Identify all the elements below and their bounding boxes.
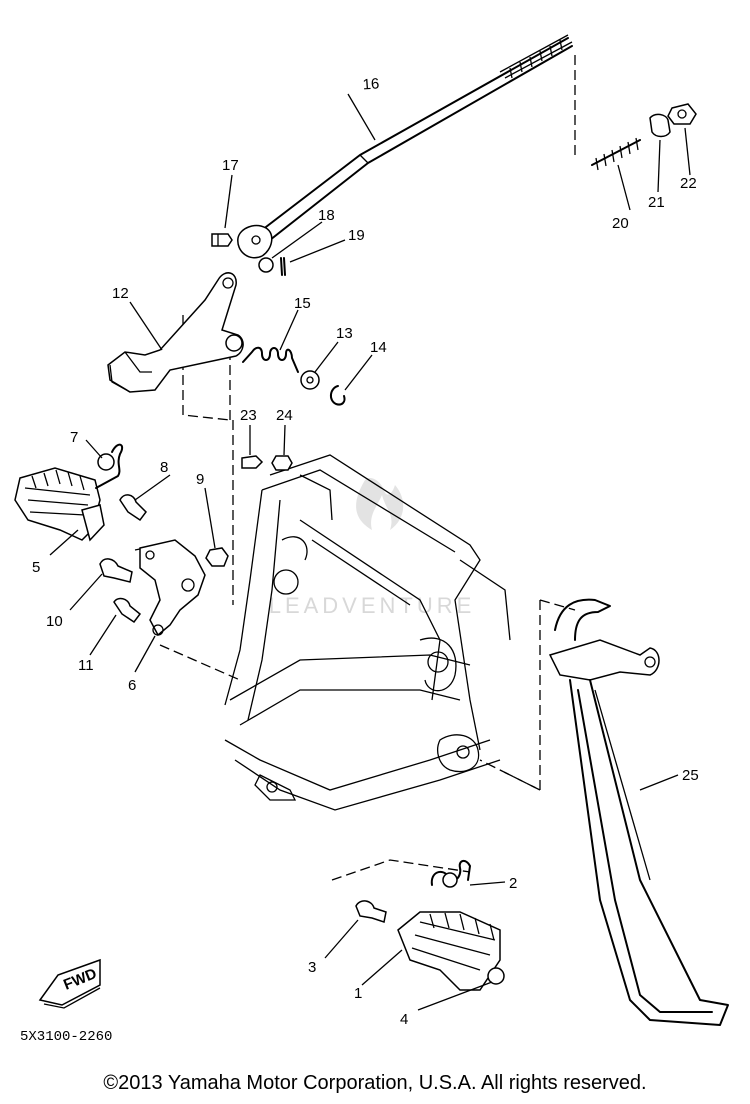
nut-9: [205, 547, 229, 567]
part-label-24: 24: [276, 407, 293, 424]
brake-pedal: [107, 272, 244, 393]
bolt-10: [99, 558, 133, 583]
part-label-11: 11: [78, 657, 94, 674]
part-label-23: 23: [240, 407, 257, 424]
part-label-10: 10: [46, 613, 63, 630]
cotter-pin-19: [280, 257, 286, 276]
part-label-17: 17: [222, 157, 239, 174]
sidestand-25: [548, 598, 729, 1026]
part-label-3: 3: [308, 959, 316, 976]
part-label-20: 20: [612, 215, 629, 232]
bolt-8: [119, 494, 147, 522]
part-label-12: 12: [112, 285, 129, 302]
circlip-14: [330, 385, 346, 406]
adjuster-21: [649, 113, 671, 138]
bolt-23: [241, 455, 264, 469]
watermark: LEADVENTURE: [269, 478, 476, 618]
brake-rod: [261, 34, 573, 241]
part-label-15: 15: [294, 295, 311, 312]
bolt-3: [355, 900, 387, 923]
spring-20: [591, 137, 641, 171]
spring-2: [430, 860, 471, 888]
part-label-18: 18: [318, 207, 335, 224]
washer-13: [300, 370, 320, 390]
spring-15: [242, 346, 299, 373]
part-label-22: 22: [680, 175, 697, 192]
part-label-21: 21: [648, 194, 665, 211]
leader-lines: [134, 55, 576, 881]
part-label-7: 7: [70, 429, 78, 446]
part-label-4: 4: [400, 1011, 408, 1028]
watermark-flame-icon: [356, 478, 404, 530]
footrest-bracket-6: [139, 539, 206, 637]
nut-22: [667, 103, 697, 125]
part-label-25: 25: [682, 767, 699, 784]
part-label-19: 19: [348, 227, 365, 244]
footrest-5: [14, 467, 105, 542]
fwd-arrow-icon: FWD: [38, 958, 101, 1009]
copyright-notice: ©2013 Yamaha Motor Corporation, U.S.A. A…: [103, 1072, 647, 1094]
frame-outline: [224, 454, 511, 811]
part-label-6: 6: [128, 677, 136, 694]
part-label-1: 1: [354, 985, 362, 1002]
washer-18: [258, 257, 274, 273]
drawing-code: 5X3100-2260: [20, 1029, 112, 1045]
part-label-8: 8: [160, 459, 168, 476]
callout-lines: [49, 93, 691, 1011]
bolt-17: [211, 233, 233, 247]
nut-4: [487, 967, 505, 985]
part-label-2: 2: [509, 875, 517, 892]
part-label-13: 13: [336, 325, 353, 342]
part-label-9: 9: [196, 471, 204, 488]
part-labels: 16 17 18 19 12 15 13 14 20 21 22 23 24 7…: [32, 75, 699, 1028]
part-label-5: 5: [32, 559, 40, 576]
bolt-11: [113, 597, 142, 624]
watermark-text: LEADVENTURE: [269, 593, 476, 618]
spring-7: [95, 443, 124, 489]
clevis: [237, 224, 273, 259]
part-label-14: 14: [370, 339, 387, 356]
nut-24: [271, 455, 293, 471]
footrest-1: [397, 911, 501, 991]
part-label-16: 16: [362, 75, 380, 93]
